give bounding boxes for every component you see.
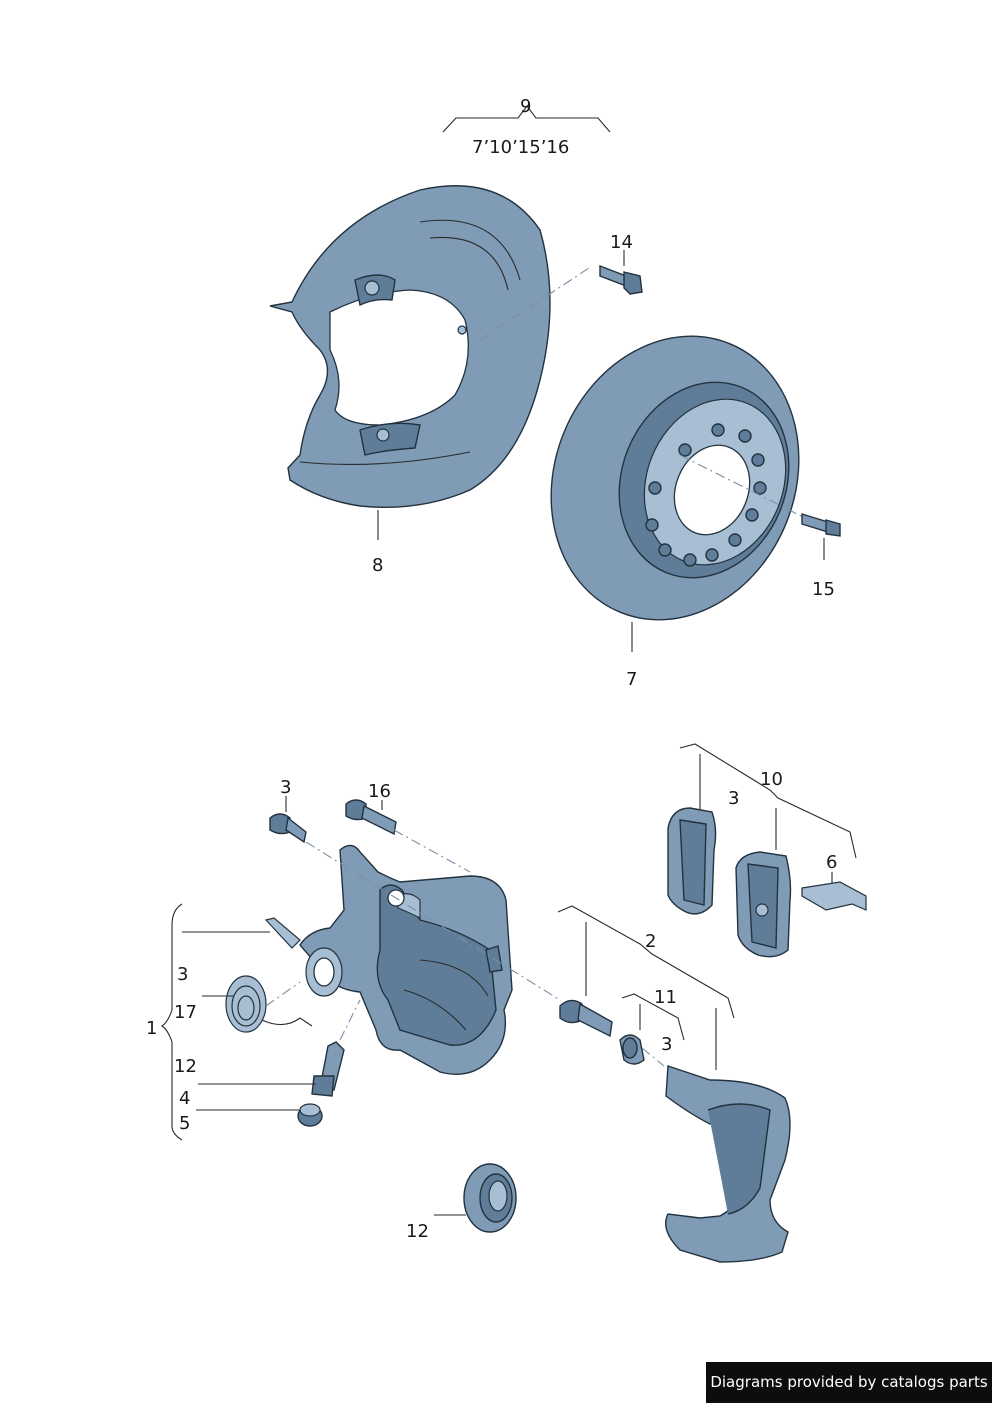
callout-15: 15	[812, 579, 835, 600]
brake-caliper	[299, 844, 513, 1075]
callout-12-seal: 12	[406, 1221, 429, 1242]
callout-3-bolt: 3	[280, 777, 291, 798]
bleeder-axis	[339, 999, 361, 1041]
group-10-bracket	[679, 743, 857, 890]
callout-6: 6	[826, 852, 837, 873]
group-9-bracket	[442, 105, 611, 133]
bolt-14	[599, 264, 643, 295]
group-2-bracket	[557, 905, 735, 1070]
callout-11: 11	[654, 987, 677, 1008]
piston-seal	[463, 1163, 517, 1233]
group-11-bracket	[621, 993, 685, 1041]
callout-1: 1	[146, 1018, 157, 1039]
callout-17: 17	[174, 1002, 197, 1023]
caliper-axis-1	[305, 841, 561, 1001]
top-leaders	[377, 250, 825, 652]
bolt-15-axis	[679, 454, 806, 519]
callout-7: 7	[626, 669, 637, 690]
callout-9-sub: 7’10’15’16	[472, 137, 569, 158]
caliper-carrier	[665, 1065, 791, 1263]
guide-bolt	[559, 999, 613, 1038]
footer-credit: Diagrams provided by catalogs parts	[706, 1362, 992, 1403]
bolt-15	[801, 513, 841, 537]
bleeder-screw	[311, 1041, 345, 1097]
anti-rattle-clip	[801, 881, 867, 911]
callout-10: 10	[760, 769, 783, 790]
bolt-16	[345, 799, 397, 836]
callout-8: 8	[372, 555, 383, 576]
bolt-14-axis	[479, 265, 593, 341]
brake-pad-inner	[735, 851, 792, 958]
group-1-bracket	[161, 903, 466, 1216]
callout-3-pads: 3	[728, 788, 739, 809]
carrier-axis	[641, 1047, 665, 1067]
dust-shield	[269, 185, 551, 508]
bolt-3	[269, 813, 307, 844]
caliper-lever-spring	[264, 917, 301, 949]
bolt-leaders	[285, 796, 383, 812]
callout-9: 9	[520, 96, 531, 117]
callout-3-caliper: 3	[177, 964, 188, 985]
callout-3-guide: 3	[661, 1034, 672, 1055]
brake-disc	[550, 335, 800, 621]
return-spring	[225, 975, 313, 1033]
callout-12-bleeder: 12	[174, 1056, 197, 1077]
guide-sleeve	[619, 1034, 645, 1065]
callout-16: 16	[368, 781, 391, 802]
callout-5: 5	[179, 1113, 190, 1134]
callout-14: 14	[610, 232, 633, 253]
callout-2: 2	[645, 931, 656, 952]
brake-pad-outer	[667, 807, 717, 915]
caliper-axis-2	[393, 829, 471, 873]
bleeder-cap	[297, 1103, 323, 1127]
callout-4: 4	[179, 1088, 190, 1109]
spring-axis	[265, 981, 301, 1007]
